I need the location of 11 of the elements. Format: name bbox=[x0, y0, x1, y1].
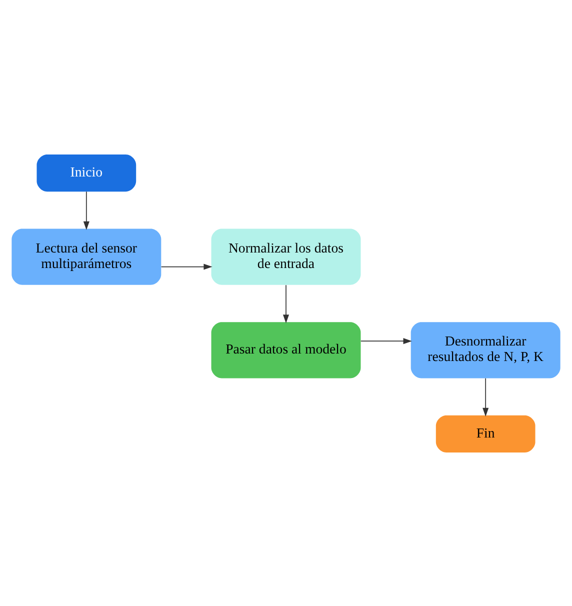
arrow bbox=[282, 284, 290, 323]
node-box: Lectura del sensor multiparámetros bbox=[12, 228, 162, 284]
arrow bbox=[360, 338, 412, 344]
arrow bbox=[482, 377, 489, 416]
node-box: Inicio bbox=[36, 154, 136, 192]
node-box: Fin bbox=[436, 414, 536, 452]
arrow bbox=[160, 263, 212, 270]
arrow bbox=[83, 190, 90, 230]
node-box: Pasar datos al modelo bbox=[211, 322, 361, 378]
node-box: Normalizar los datos de entrada bbox=[211, 228, 361, 284]
node-box: Desnormalizar resultados de N, P, K bbox=[410, 322, 560, 378]
